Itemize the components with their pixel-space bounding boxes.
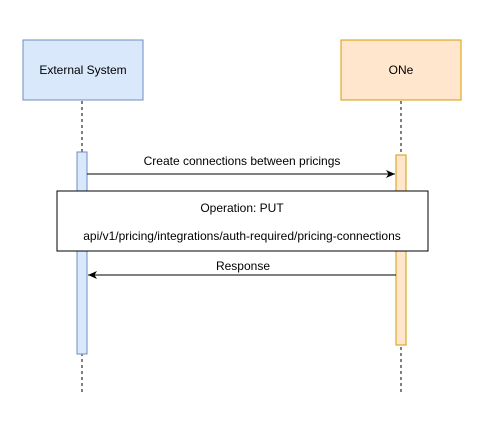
note-endpoint-line: api/v1/pricing/integrations/auth-require… xyxy=(83,229,401,243)
participant-external-system[interactable]: External System xyxy=(22,39,144,101)
operation-note: Operation: PUT api/v1/pricing/integratio… xyxy=(56,190,429,252)
message-label-response: Response xyxy=(216,259,270,273)
message-label-create-connections: Create connections between pricings xyxy=(144,154,341,168)
participant-one[interactable]: ONe xyxy=(340,39,462,101)
note-operation-line: Operation: PUT xyxy=(200,201,284,215)
activation-bar-external-system xyxy=(76,151,88,355)
participant-label-external-system: External System xyxy=(39,63,126,77)
participant-label-one: ONe xyxy=(389,63,414,77)
